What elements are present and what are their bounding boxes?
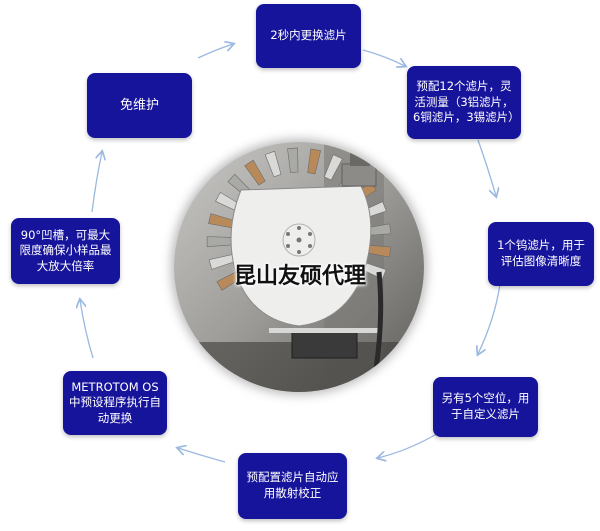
node-scatter: 预配置滤片自动应用散射校正 bbox=[238, 453, 347, 519]
filter-tab bbox=[244, 159, 266, 186]
arrow-scatter-to-metrotom bbox=[178, 448, 226, 463]
node-scatter-label: 预配置滤片自动应用散射校正 bbox=[246, 470, 339, 500]
node-metrotom: METROTOM OS中预设程序执行自动更换 bbox=[63, 371, 167, 435]
node-groove: 90°凹槽，可最大限度确保小样品最大放大倍率 bbox=[11, 218, 120, 284]
filter-tab bbox=[287, 147, 299, 173]
arrow-fast-to-preconfig bbox=[362, 49, 405, 66]
filter-tab bbox=[264, 150, 282, 178]
node-preconfig: 预配12个滤片，灵活测量（3铝滤片，6铜滤片，3锡滤片） bbox=[407, 66, 521, 139]
filter-tab bbox=[206, 236, 232, 248]
node-groove-label: 90°凹槽，可最大限度确保小样品最大放大倍率 bbox=[19, 227, 112, 273]
arrow-metrotom-to-groove bbox=[80, 300, 94, 359]
node-tungsten: 1个钨滤片，用于评估图像清晰度 bbox=[488, 222, 594, 286]
node-preconfig-label: 预配12个滤片，灵活测量（3铝滤片，6铜滤片，3锡滤片） bbox=[413, 79, 520, 125]
node-maintenance-label: 免维护 bbox=[119, 97, 159, 113]
node-metrotom-label: METROTOM OS中预设程序执行自动更换 bbox=[69, 379, 161, 425]
arrow-preconfig-to-tungsten bbox=[477, 139, 496, 196]
arrow-groove-to-maintenance bbox=[91, 152, 102, 213]
arrow-maintenance-to-fast bbox=[197, 44, 233, 59]
arrow-tungsten-to-custom bbox=[478, 283, 501, 354]
node-tungsten-label: 1个钨滤片，用于评估图像清晰度 bbox=[497, 238, 585, 268]
node-custom: 另有5个空位，用于自定义滤片 bbox=[433, 377, 538, 437]
node-maintenance: 免维护 bbox=[87, 73, 192, 138]
watermark-text: 昆山友硕代理 bbox=[233, 263, 366, 289]
filter-wheel-photo bbox=[174, 142, 424, 392]
filter-tab bbox=[323, 154, 343, 181]
node-fast-change-label: 2秒内更换滤片 bbox=[270, 28, 347, 43]
node-custom-label: 另有5个空位，用于自定义滤片 bbox=[441, 391, 530, 421]
node-fast-change: 2秒内更换滤片 bbox=[256, 4, 361, 68]
filter-tab bbox=[307, 148, 322, 175]
arrow-custom-to-scatter bbox=[378, 431, 441, 458]
